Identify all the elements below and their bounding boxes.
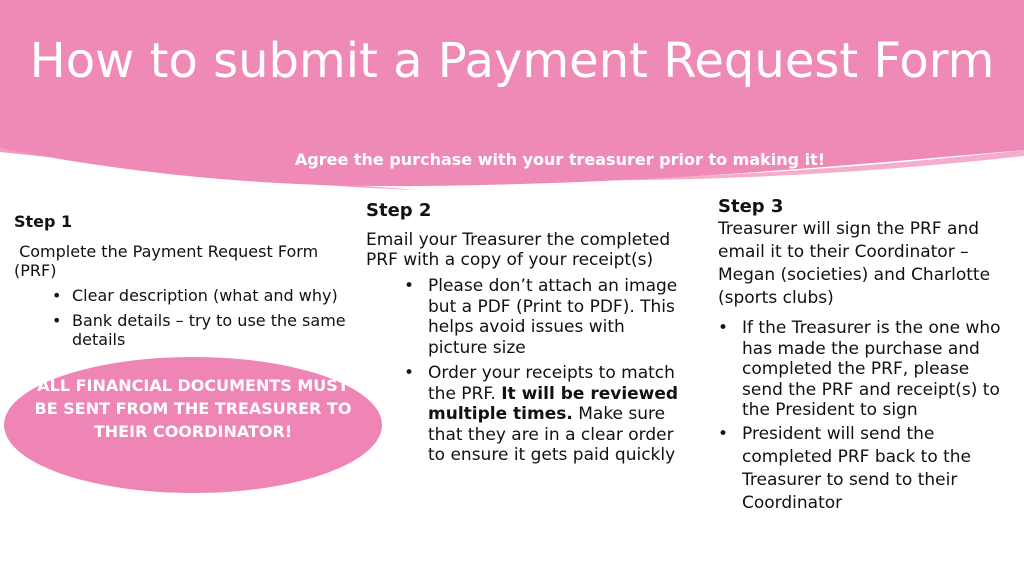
banner-shape — [0, 0, 1024, 187]
header-banner — [0, 0, 1024, 190]
page-subtitle: Agree the purchase with your treasurer p… — [294, 150, 826, 169]
step-2-bullet-order-rest: Make sure that they are in a clear order… — [428, 404, 676, 465]
step-2-bullet-pdf: Please don’t attach an image but a PDF (… — [404, 276, 686, 358]
step-3-bullets: If the Treasurer is the one who has made… — [718, 318, 1008, 515]
page-title: How to submit a Payment Request Form — [29, 33, 995, 89]
step-3-column: Step 3 Treasurer will sign the PRF and e… — [718, 196, 1008, 517]
step-2-description: Email your Treasurer the completed PRF w… — [366, 230, 671, 270]
step-2-bullet-order: Order your receipts to match the PRF. It… — [404, 363, 686, 466]
step-2-heading: Step 2 — [366, 200, 432, 221]
step-2-column: Step 2 Email your Treasurer the complete… — [366, 200, 686, 471]
step-2-bullet-order-emphasis: It will be reviewed multiple times. — [428, 383, 679, 425]
step-3-description: Treasurer will sign the PRF and email it… — [718, 219, 991, 308]
step-1-heading: Step 1 — [14, 212, 73, 231]
step-2-bullet-order-text: Order your receipts to match the PRF. — [428, 363, 675, 404]
warning-text: ALL FINANCIAL DOCUMENTS MUST BE SENT FRO… — [34, 375, 352, 441]
step-1-bullet-description: Clear description (what and why) — [52, 286, 364, 305]
warning-callout: ALL FINANCIAL DOCUMENTS MUST BE SENT FRO… — [4, 357, 382, 493]
step-1-bullets: Clear description (what and why) Bank de… — [14, 286, 364, 349]
step-3-bullet-president: President will send the completed PRF ba… — [718, 423, 1008, 515]
step-3-bullet-treasurer-purchase: If the Treasurer is the one who has made… — [718, 318, 1008, 421]
step-2-bullets: Please don’t attach an image but a PDF (… — [366, 276, 686, 466]
step-3-heading: Step 3 — [718, 196, 784, 217]
step-1-bullet-bank-details: Bank details – try to use the same detai… — [52, 311, 364, 349]
step-1-column: Step 1 Complete the Payment Request Form… — [14, 212, 364, 355]
step-1-description: Complete the Payment Request Form (PRF) — [14, 242, 324, 280]
banner-swoosh-accent — [560, 150, 1024, 181]
